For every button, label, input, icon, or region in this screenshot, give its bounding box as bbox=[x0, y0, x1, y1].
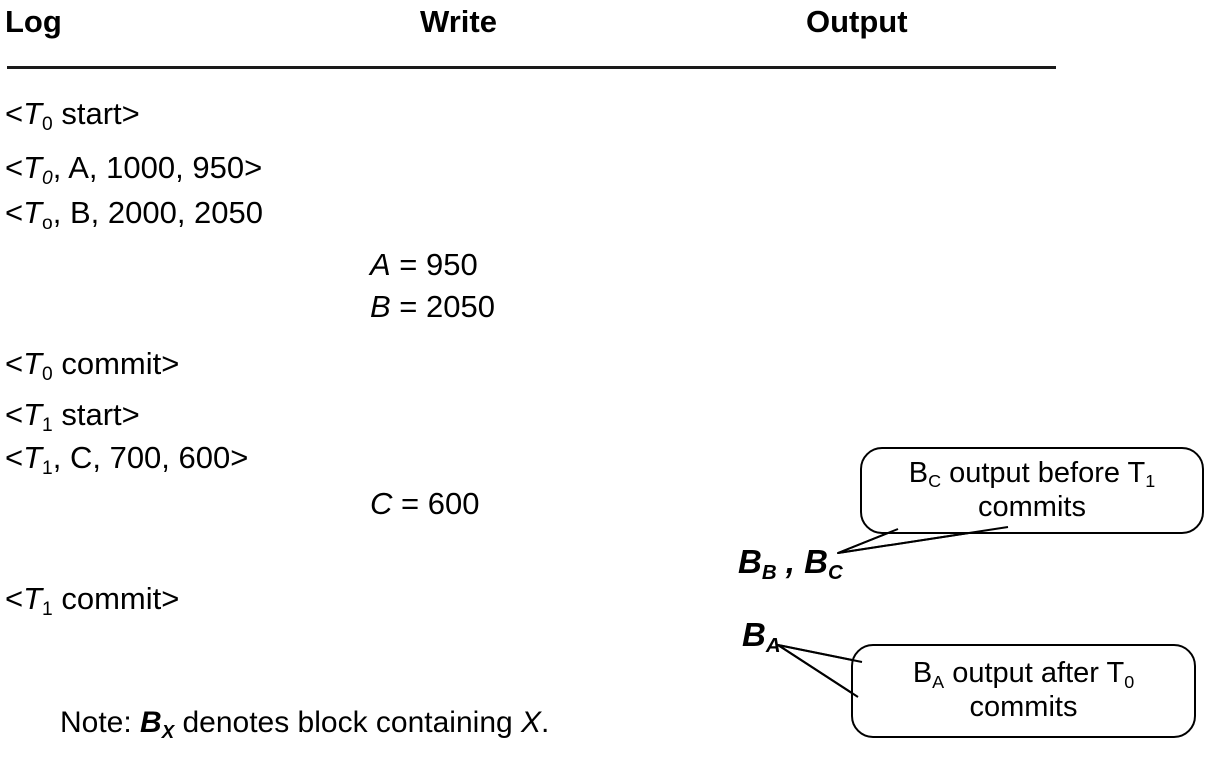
log-txn-subscript: 0 bbox=[42, 167, 53, 189]
log-entry-rest: start> bbox=[52, 397, 140, 432]
figure-note: Note: BX denotes block containing X. bbox=[60, 706, 550, 741]
column-header-output: Output bbox=[806, 4, 908, 39]
write-var-symbol: A bbox=[370, 247, 391, 282]
log-txn-subscript: 1 bbox=[42, 457, 53, 479]
output-block-separator: , bbox=[776, 543, 805, 580]
log-entry-rest: , B, 2000, 2050 bbox=[52, 195, 264, 230]
write-equals: = bbox=[390, 289, 427, 324]
column-header-write: Write bbox=[420, 4, 497, 39]
log-txn-subscript: 0 bbox=[42, 363, 53, 385]
log-txn-symbol: T bbox=[23, 440, 43, 475]
log-entry-t0-write-b: <To, B, 2000, 2050 bbox=[5, 195, 264, 233]
log-txn-symbol: T bbox=[23, 397, 43, 432]
log-txn-subscript: 1 bbox=[42, 414, 53, 436]
log-entry-rest: commit> bbox=[52, 346, 180, 381]
log-entry-rest: , A, 1000, 950> bbox=[52, 150, 263, 185]
callout-block-symbol: B bbox=[908, 456, 929, 489]
callout-text-line2: commits bbox=[978, 490, 1086, 523]
log-txn-subscript: 1 bbox=[42, 598, 53, 620]
log-txn-symbol: T bbox=[23, 150, 43, 185]
note-prefix: Note: bbox=[60, 706, 141, 739]
write-value: 950 bbox=[426, 247, 478, 282]
write-entry-a: A = 950 bbox=[370, 249, 478, 280]
log-open-bracket: < bbox=[5, 150, 24, 185]
callout-txn-subscript: 1 bbox=[1145, 471, 1156, 492]
callout-text-line1: BC output before T1 bbox=[908, 456, 1156, 492]
log-txn-symbol: T bbox=[23, 581, 43, 616]
log-txn-subscript: o bbox=[42, 212, 53, 234]
callout-line1-middle: output before T bbox=[941, 456, 1146, 489]
log-open-bracket: < bbox=[5, 581, 24, 616]
header-divider-rule bbox=[7, 66, 1056, 69]
log-entry-t1-write-c: <T1, C, 700, 600> bbox=[5, 440, 249, 478]
column-header-log: Log bbox=[5, 4, 62, 39]
output-block-subscript: A bbox=[765, 634, 781, 658]
log-entry-rest: start> bbox=[52, 96, 140, 131]
log-open-bracket: < bbox=[5, 96, 24, 131]
log-txn-symbol: T bbox=[23, 195, 43, 230]
callout-block-symbol: B bbox=[912, 657, 933, 690]
callout-line1-middle: output after T bbox=[944, 657, 1125, 690]
callout-block-subscript: A bbox=[932, 671, 945, 692]
log-open-bracket: < bbox=[5, 195, 24, 230]
log-entry-rest: commit> bbox=[52, 581, 180, 616]
output-block-symbol: B bbox=[738, 543, 762, 580]
log-open-bracket: < bbox=[5, 397, 24, 432]
log-entry-t1-commit: <T1 commit> bbox=[5, 581, 180, 619]
log-open-bracket: < bbox=[5, 440, 24, 475]
write-entry-c: C = 600 bbox=[370, 488, 479, 519]
log-open-bracket: < bbox=[5, 346, 24, 381]
write-equals: = bbox=[392, 486, 428, 521]
note-block-subscript: X bbox=[161, 720, 175, 742]
note-text: denotes block containing bbox=[174, 706, 522, 739]
note-var: X bbox=[521, 706, 542, 739]
output-block-subscript: C bbox=[827, 561, 843, 585]
output-blocks-bb-bc: BB , BC bbox=[738, 543, 843, 583]
write-var-symbol: B bbox=[370, 289, 391, 324]
output-block-symbol: B bbox=[804, 543, 828, 580]
note-block-symbol: B bbox=[140, 706, 162, 739]
log-txn-subscript: 0 bbox=[42, 113, 53, 135]
write-var-symbol: C bbox=[370, 486, 393, 521]
callout-ba-output-after-t0: BA output after T0 commits bbox=[851, 644, 1196, 738]
write-value: 600 bbox=[427, 486, 480, 521]
callout-bc-output-before-t1: BC output before T1 commits bbox=[860, 447, 1204, 534]
output-blocks-ba: BA bbox=[742, 616, 781, 656]
log-entry-rest: , C, 700, 600> bbox=[52, 440, 249, 475]
note-period: . bbox=[541, 706, 550, 739]
output-block-subscript: B bbox=[761, 561, 777, 585]
output-block-symbol: B bbox=[742, 616, 766, 653]
callout-text-line2: commits bbox=[969, 691, 1078, 723]
log-entry-t0-start: <T0 start> bbox=[5, 96, 140, 134]
log-txn-symbol: T bbox=[23, 346, 43, 381]
write-entry-b: B = 2050 bbox=[370, 291, 495, 322]
log-txn-symbol: T bbox=[23, 96, 43, 131]
log-entry-t1-start: <T1 start> bbox=[5, 397, 140, 435]
callout-txn-subscript: 0 bbox=[1124, 671, 1135, 692]
callout-text-line1: BA output after T0 bbox=[912, 657, 1135, 692]
callout-block-subscript: C bbox=[928, 471, 942, 492]
log-entry-t0-write-a: <T0, A, 1000, 950> bbox=[5, 150, 263, 188]
write-equals: = bbox=[390, 247, 427, 282]
write-value: 2050 bbox=[426, 289, 495, 324]
log-entry-t0-commit: <T0 commit> bbox=[5, 346, 180, 384]
